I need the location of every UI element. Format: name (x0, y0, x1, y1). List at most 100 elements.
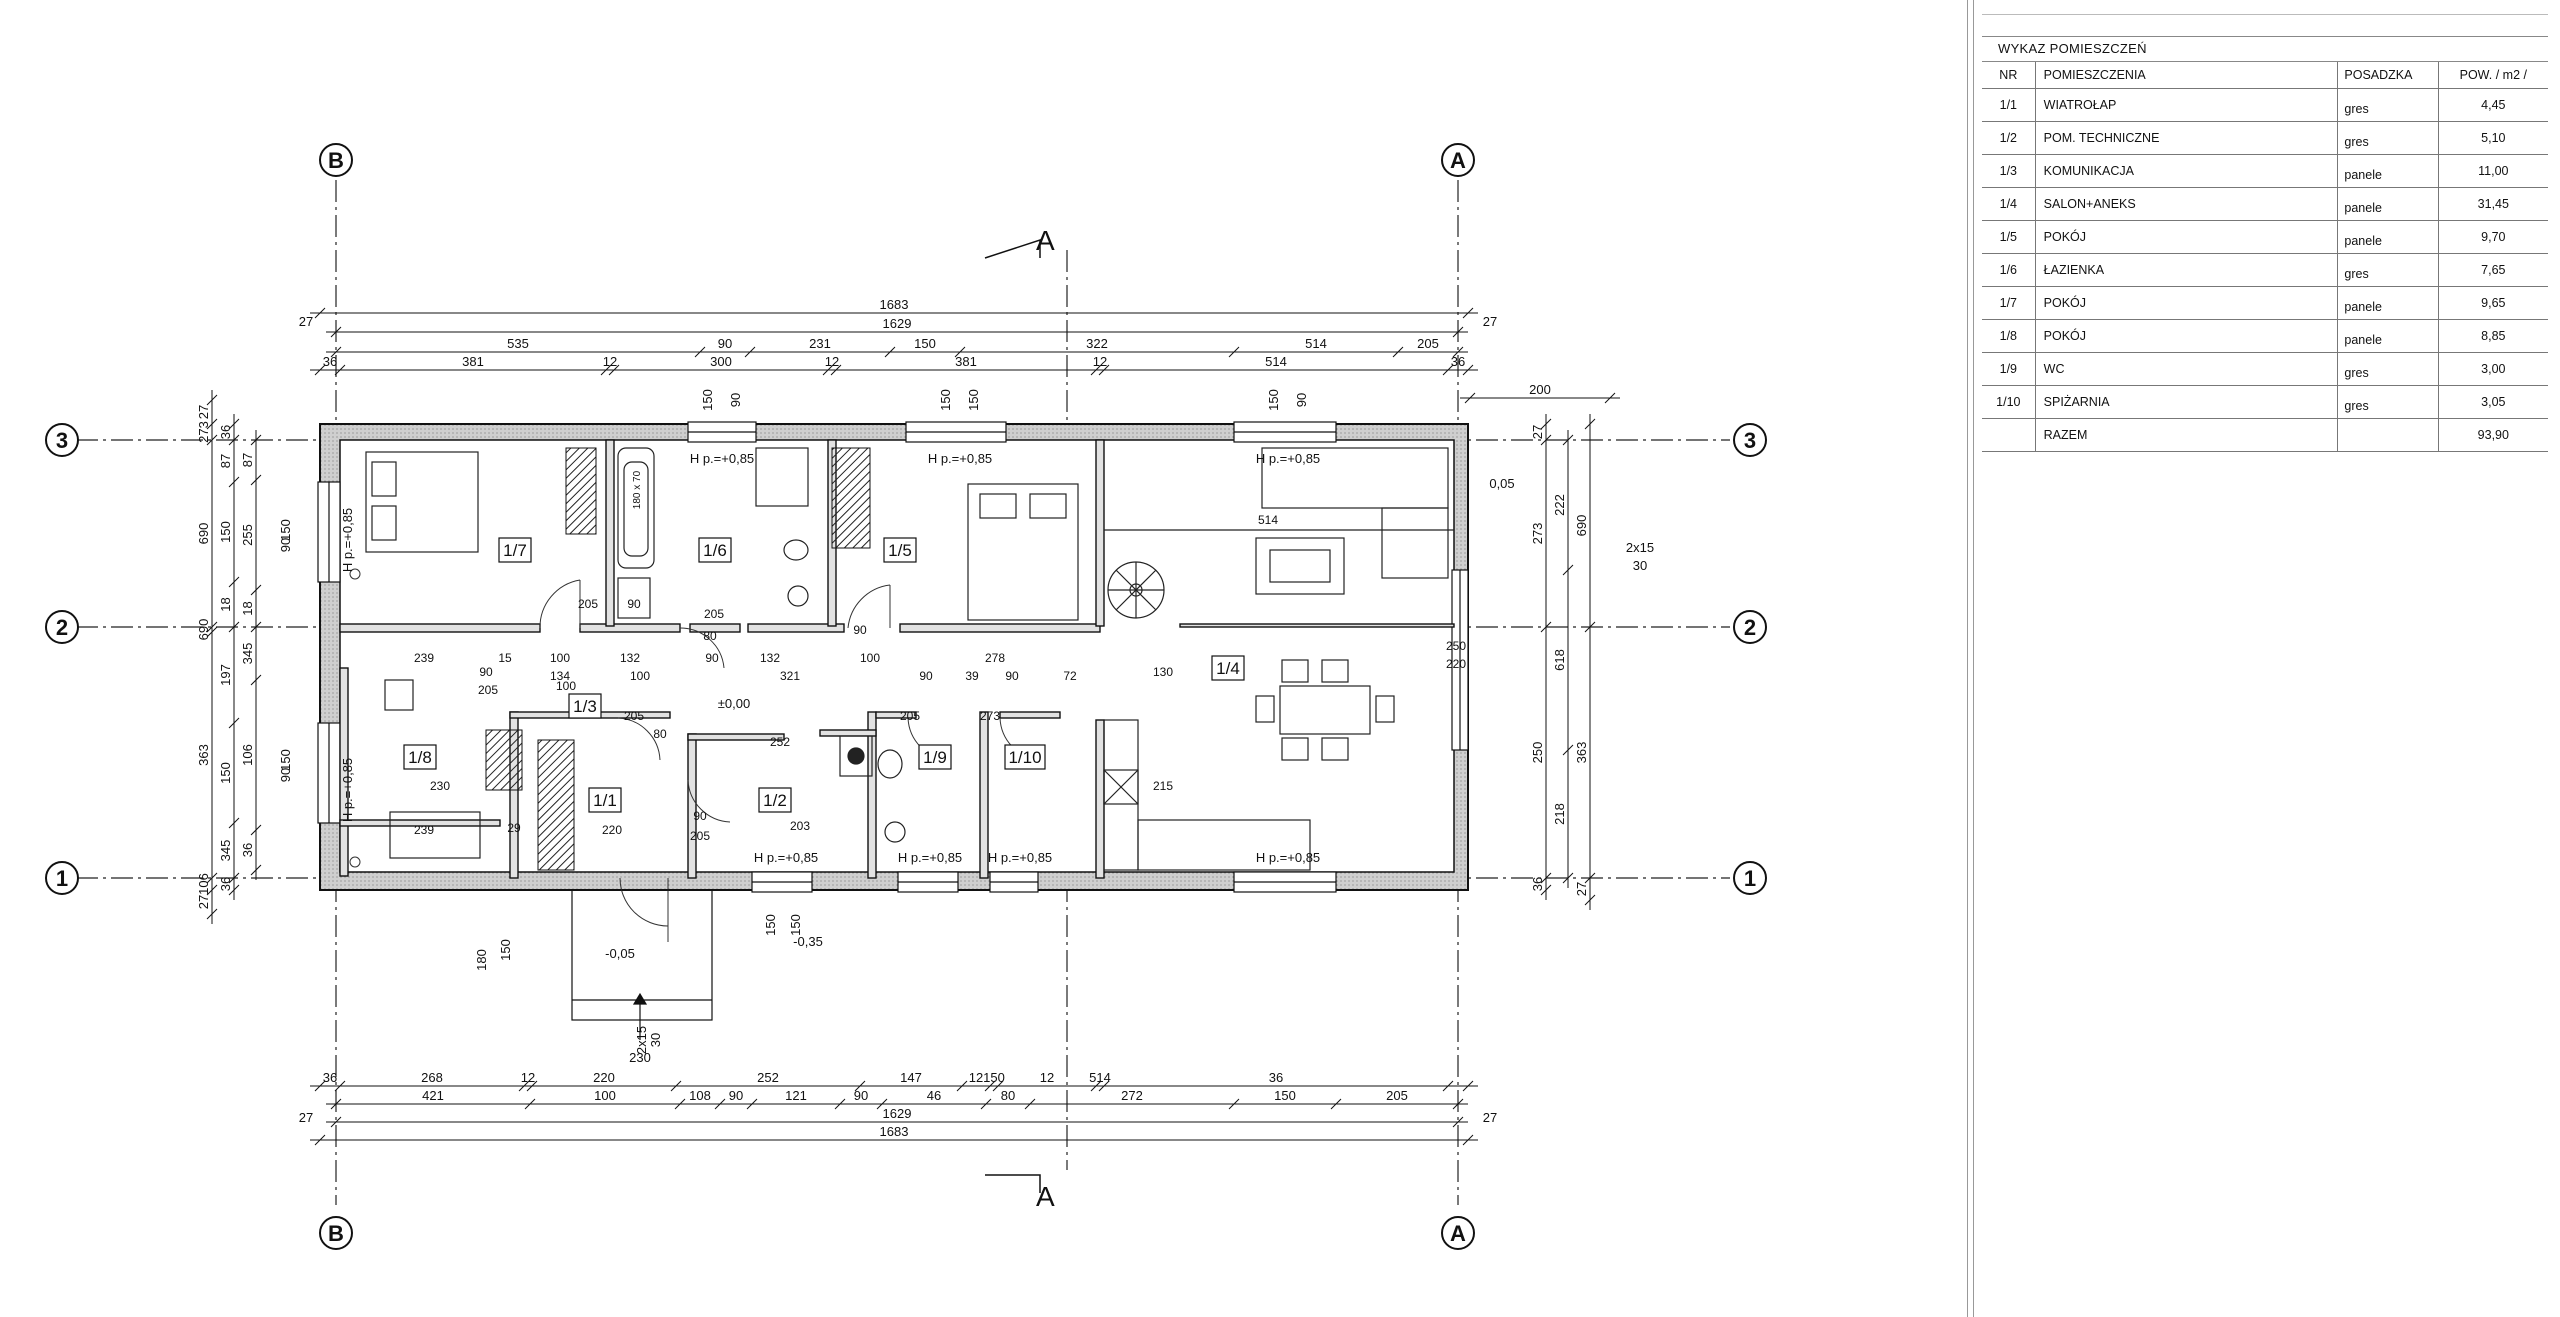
dim-label: 27 (1483, 314, 1497, 329)
interior-dim-label: 90 (627, 597, 641, 611)
room-tag-box (403, 744, 437, 770)
window-dim-label: 150 (278, 749, 293, 771)
row-name: ŁAZIENKA (2035, 253, 2339, 287)
dim-label: 1629 (883, 1106, 912, 1121)
axis-label: A (1450, 148, 1466, 173)
room-tag-label: 1/8 (408, 748, 432, 767)
interior-dim-label: 15 (498, 651, 512, 665)
level-label: -0,35 (793, 934, 823, 949)
dim-tick (314, 1134, 326, 1146)
room-tag-label: 1/3 (573, 697, 597, 716)
dim-label: 36 (1451, 354, 1465, 369)
dim-tick (1562, 434, 1574, 446)
dim-tick (228, 872, 240, 884)
table-header-row: NR POMIESZCZENIA POSADZKA POW. / m2 / (1982, 62, 2548, 89)
row-floor: gres (2337, 121, 2439, 155)
svg-text:A: A (1036, 1181, 1055, 1212)
room-tag-label: 1/6 (703, 541, 727, 560)
dim-tick (956, 1080, 968, 1092)
dim-label: 220 (593, 1070, 615, 1085)
dim-label: 36 (240, 843, 255, 857)
room-tag-box (698, 537, 732, 563)
dim-tick (984, 1080, 996, 1092)
row-area: 4,45 (2438, 88, 2548, 122)
dim-label: 1629 (883, 316, 912, 331)
window-dim-label: 90 (1294, 393, 1309, 407)
dim-tick (206, 884, 218, 896)
dim-tick (228, 817, 240, 829)
dim-tick (250, 864, 262, 876)
dim-tick (228, 418, 240, 430)
dim-tick (228, 434, 240, 446)
dim-tick (1562, 744, 1574, 756)
dim-tick (330, 346, 342, 358)
dim-tick (834, 1098, 846, 1110)
interior-dim-label: 100 (556, 679, 576, 693)
dim-tick (250, 434, 262, 446)
total-area: 93,90 (2438, 418, 2548, 452)
dim-tick (1540, 872, 1552, 884)
interior-dim-label: 90 (1005, 669, 1019, 683)
dim-label: 27 (299, 314, 313, 329)
stair-label: 30 (1633, 558, 1647, 573)
interior-dim-label: 132 (760, 651, 780, 665)
axis-label: 2 (1744, 615, 1756, 640)
interior-dim-label: 220 (1446, 657, 1466, 671)
window-dim-label: 150 (938, 389, 953, 411)
desk-1-8 (389, 811, 481, 859)
interior-dim-label: 100 (860, 651, 880, 665)
dim-tick (1584, 894, 1596, 906)
dim-tick (1024, 1098, 1036, 1110)
row-floor: panele (2337, 154, 2439, 188)
porch-dim-label: 230 (629, 1050, 651, 1065)
row-floor: panele (2337, 187, 2439, 221)
dim-label: 36 (323, 354, 337, 369)
interior-dim-label: 90 (693, 809, 707, 823)
row-floor: panele (2337, 286, 2439, 320)
interior-dim-label: 80 (653, 727, 667, 741)
dim-tick (1562, 872, 1574, 884)
porch (571, 889, 713, 1040)
row-nr: 1/4 (1982, 187, 2036, 221)
row-floor: gres (2337, 352, 2439, 386)
room-tag: 1/10 (1004, 744, 1046, 770)
dim-tick (330, 1116, 342, 1128)
row-area: 7,65 (2438, 253, 2548, 287)
dim-tick (1090, 364, 1102, 376)
room-tag-box (498, 537, 532, 563)
dim-label: 421 (422, 1088, 444, 1103)
dim-label: 90 (718, 336, 732, 351)
porch-dim-label: 150 (498, 939, 513, 961)
porch-dim-label: 180 (474, 949, 489, 971)
row-nr: 1/7 (1982, 286, 2036, 320)
row-name: KOMUNIKACJA (2035, 154, 2339, 188)
dim-tick (206, 394, 218, 406)
dim-label: 322 (1086, 336, 1108, 351)
row-area: 11,00 (2438, 154, 2548, 188)
interior-dim-label: 230 (430, 779, 450, 793)
dim-label: 250 (1530, 742, 1545, 764)
dim-tick (674, 1098, 686, 1110)
schedule-title: WYKAZ POMIESZCZEŃ (1982, 36, 2548, 62)
sill-height-label: H p.=+0,85 (928, 451, 992, 466)
dim-tick (228, 717, 240, 729)
room-tag: 1/9 (918, 744, 952, 770)
dim-tick (1584, 418, 1596, 430)
dim-tick (1452, 1098, 1464, 1110)
axis-bubble-b-top: B (319, 143, 353, 177)
dim-label: 27 (1483, 1110, 1497, 1125)
row-nr: 1/3 (1982, 154, 2036, 188)
dim-label: 345 (240, 643, 255, 665)
dim-label: 108 (689, 1088, 711, 1103)
stair-label: 2x15 (1626, 540, 1654, 555)
dim-tick (206, 872, 218, 884)
dim-label: 12 (1093, 354, 1107, 369)
dim-label: 535 (507, 336, 529, 351)
row-floor: gres (2337, 88, 2439, 122)
boiler (839, 735, 873, 777)
dim-tick (518, 1080, 530, 1092)
interior-dim-label: 90 (705, 651, 719, 665)
row-area: 3,05 (2438, 385, 2548, 419)
dim-label: 27 (1574, 882, 1589, 896)
